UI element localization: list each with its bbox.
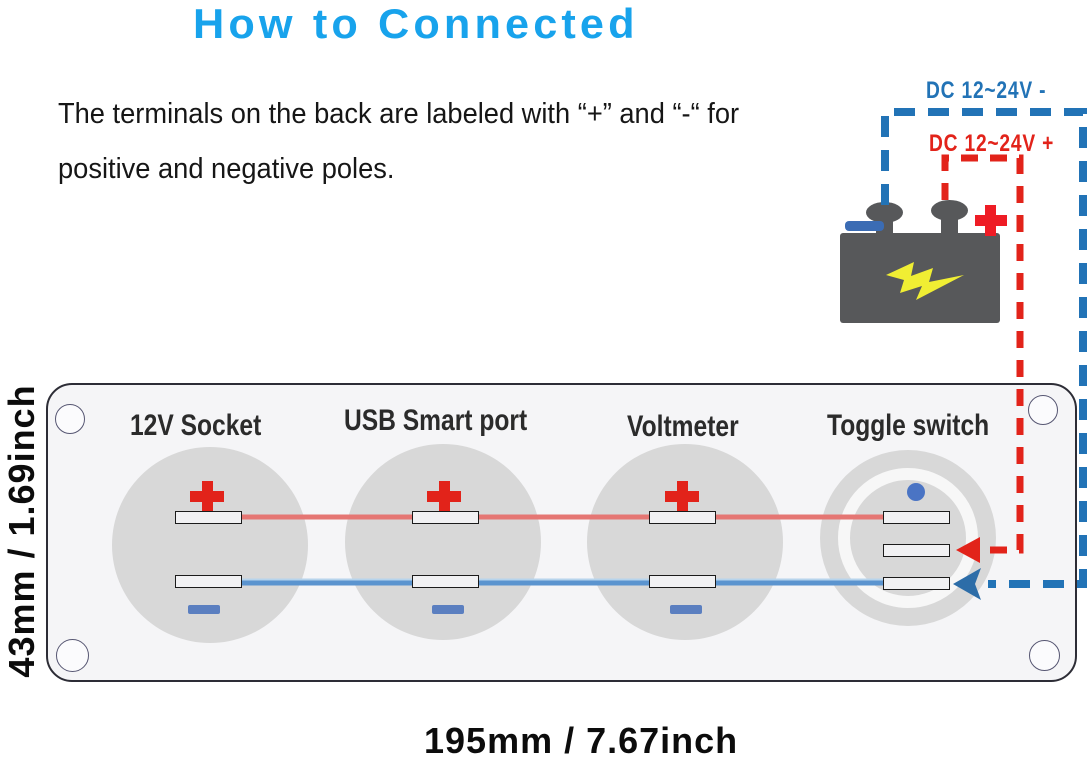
module-label-toggle-switch: Toggle switch (827, 409, 990, 442)
terminal-toggle-bottom (883, 577, 950, 590)
module-label-usb-port: USB Smart port (344, 404, 528, 437)
plus-marker-icon-voltmeter (665, 481, 699, 511)
mounting-hole-top-left (55, 404, 85, 434)
description-line-2: positive and negative poles. (58, 153, 395, 185)
mounting-hole-bottom-right (1029, 640, 1060, 671)
terminal-12v-positive (175, 511, 242, 524)
terminal-voltmeter-positive (649, 511, 716, 524)
terminal-toggle-top (883, 511, 950, 524)
terminal-usb-positive (412, 511, 479, 524)
panel-width-dimension: 195mm / 7.67inch (424, 720, 739, 761)
terminal-toggle-middle (883, 544, 950, 557)
mounting-hole-top-right (1028, 395, 1058, 425)
plus-v (201, 481, 213, 511)
toggle-indicator-dot (907, 483, 925, 501)
battery-plus-icon-vertical (985, 205, 996, 236)
plus-marker-icon-usb (427, 481, 461, 511)
dc-positive-label: DC 12~24V + (929, 130, 1055, 157)
plus-v (676, 481, 688, 511)
module-label-12v-socket: 12V Socket (130, 409, 262, 442)
battery-body (840, 233, 1000, 323)
terminal-voltmeter-negative (649, 575, 716, 588)
dc-negative-label: DC 12~24V - (926, 77, 1047, 104)
minus-marker-icon-voltmeter (670, 605, 702, 614)
battery-negative-stub (845, 221, 884, 231)
panel-height-dimension: 43mm / 1.69inch (1, 384, 42, 678)
terminal-usb-negative (412, 575, 479, 588)
minus-marker-icon-usb (432, 605, 464, 614)
plus-v (438, 481, 450, 511)
description-line-1: The terminals on the back are labeled wi… (58, 98, 740, 130)
module-label-voltmeter: Voltmeter (627, 410, 739, 443)
battery-positive-post-stem (941, 213, 958, 233)
plus-marker-icon-12v (190, 481, 224, 511)
terminal-12v-negative (175, 575, 242, 588)
page-title: How to Connected (193, 0, 639, 47)
minus-marker-icon-12v (188, 605, 220, 614)
mounting-hole-bottom-left (56, 639, 89, 672)
